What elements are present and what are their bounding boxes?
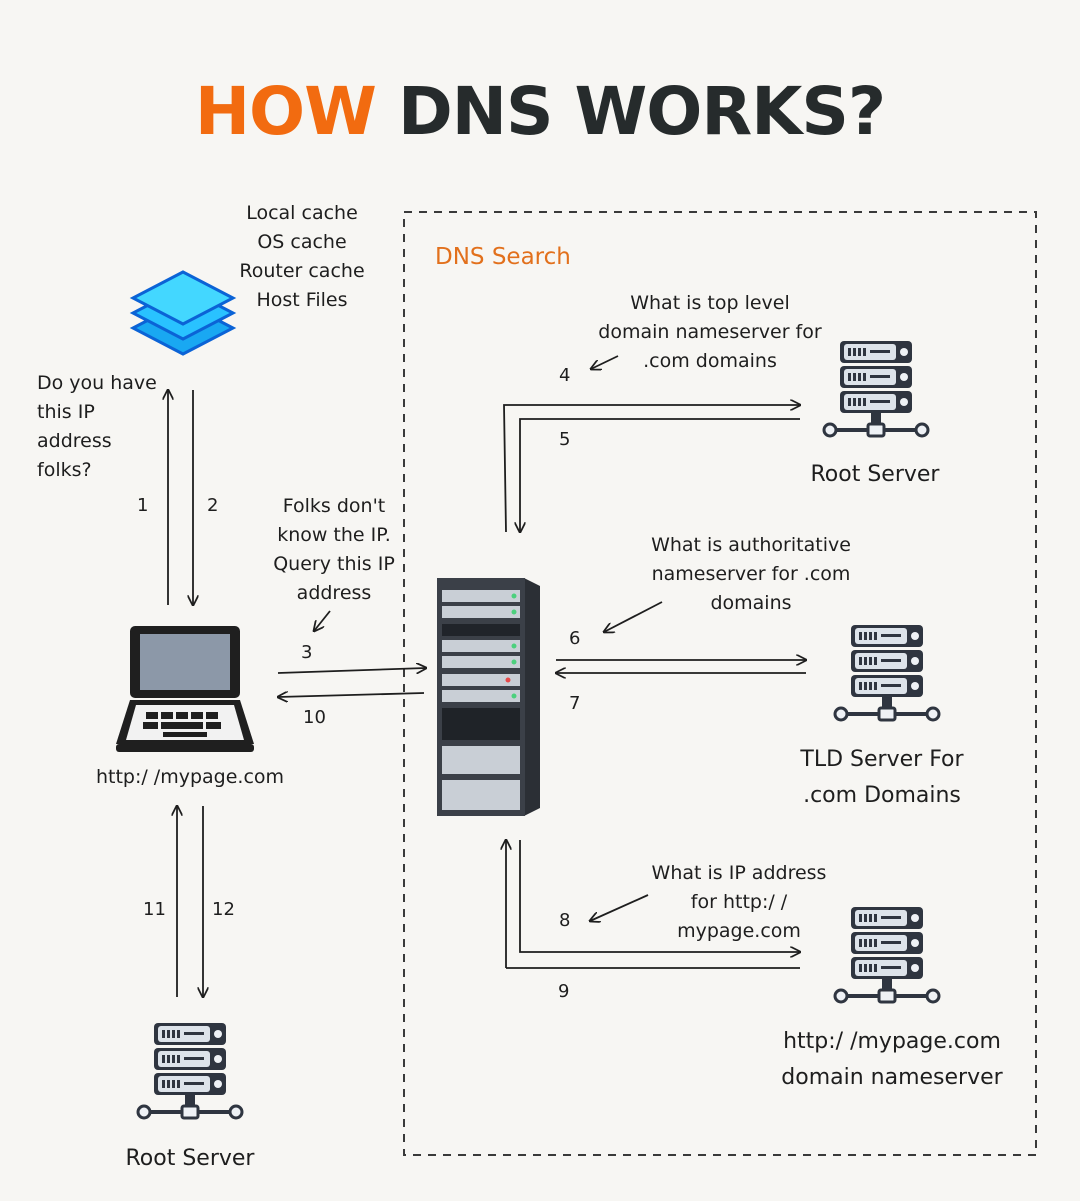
question-line: .com domains (643, 350, 777, 372)
server-icon (822, 339, 930, 438)
question-line: this IP (37, 401, 95, 423)
label-line: .com Domains (803, 783, 961, 808)
domain-nameserver-label: http:/ /mypage.com domain nameserver (762, 1024, 1022, 1096)
question-line: What is top level (630, 292, 790, 314)
server-icon (833, 905, 941, 1004)
stacked-layers-icon (129, 270, 237, 356)
server-rack-icon (437, 578, 540, 816)
laptop-icon (116, 626, 254, 752)
step-number: 12 (212, 899, 235, 920)
label-line: domain nameserver (781, 1065, 1003, 1090)
step-number: 1 (137, 495, 149, 516)
cache-item: Local cache (246, 202, 358, 224)
step-number: 2 (207, 495, 219, 516)
question-line: folks? (37, 459, 92, 481)
step-number: 6 (569, 628, 581, 649)
title-main: DNS WORKS? (397, 73, 886, 150)
arrows (168, 355, 806, 997)
cache-item: Host Files (256, 289, 348, 311)
root-server-label: Root Server (810, 462, 940, 487)
step-number: 3 (301, 642, 313, 663)
question-line: domain nameserver for (598, 321, 822, 343)
question-line: mypage.com (677, 920, 801, 942)
question-line: What is IP address (651, 862, 827, 884)
question-line: address (37, 430, 112, 452)
dns-search-label: DNS Search (435, 244, 571, 270)
step-number: 9 (558, 981, 570, 1002)
cache-list: Local cache OS cache Router cache Host F… (222, 199, 382, 315)
step-number: 11 (143, 899, 166, 920)
page-title: HOW DNS WORKS? (0, 72, 1080, 152)
reply-line: Query this IP (273, 553, 395, 575)
reply-line: Folks don't (282, 495, 386, 517)
step-number: 4 (559, 365, 571, 386)
dns-search-box (403, 211, 1037, 1156)
step-number: 5 (559, 429, 571, 450)
step-number: 7 (569, 693, 581, 714)
question-line: domains (710, 592, 792, 614)
question-line: nameserver for .com (651, 563, 851, 585)
label-line: http:/ /mypage.com (783, 1029, 1001, 1054)
reply-line: address (296, 582, 372, 604)
question-line: Do you have (37, 372, 157, 394)
tld-server-label: TLD Server For .com Domains (772, 742, 992, 814)
ip-question: What is IP address for http:/ / mypage.c… (644, 859, 834, 946)
server-icon (136, 1021, 244, 1120)
bottom-root-server-label: Root Server (125, 1146, 255, 1171)
laptop-label: http:/ /mypage.com (95, 766, 285, 788)
question-line: What is authoritative (651, 534, 851, 556)
question-line: for http:/ / (690, 891, 788, 913)
authoritative-question: What is authoritative nameserver for .co… (636, 531, 866, 618)
cache-item: OS cache (257, 231, 347, 253)
folks-reply-text: Folks don't know the IP. Query this IP a… (266, 492, 402, 608)
server-icon (833, 623, 941, 722)
top-level-question: What is top level domain nameserver for … (590, 289, 830, 376)
title-accent: HOW (194, 73, 377, 150)
question-text: Do you have this IP address folks? (37, 369, 157, 485)
label-line: TLD Server For (800, 747, 964, 772)
cache-item: Router cache (239, 260, 365, 282)
reply-line: know the IP. (277, 524, 391, 546)
step-number: 8 (559, 910, 571, 931)
step-number: 10 (303, 707, 326, 728)
